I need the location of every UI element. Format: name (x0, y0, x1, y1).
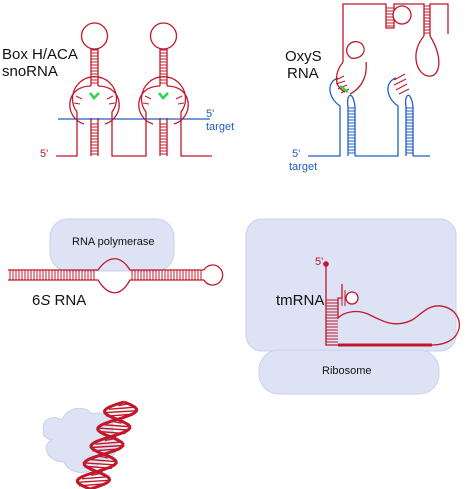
helix-base-pair (112, 416, 123, 421)
helix-base-pair (99, 451, 110, 456)
oxys-label-line2: RNA (287, 65, 319, 82)
oxys-top-loop (392, 5, 412, 25)
snorna-target-five-prime: 5' (206, 108, 215, 120)
tmrna-protein-blob (245, 218, 457, 352)
oxys-right-hairpin (415, 35, 440, 77)
helix-base-pair (85, 465, 112, 470)
helix-base-pair (90, 444, 124, 449)
helix-base-pair (84, 462, 117, 466)
oxys-target-rails (347, 106, 414, 156)
snorna-rna-backbone (56, 76, 212, 157)
helix-base-pair (79, 483, 106, 487)
snorna-highlight-right (157, 92, 169, 100)
helix-base-pair (95, 441, 122, 445)
helix-base-pair (104, 410, 137, 414)
oxys-target-strand (308, 77, 430, 157)
helix-base-pair (92, 448, 119, 452)
tmrna-five-prime: 5' (315, 256, 324, 268)
oxys-left-hairpin (346, 41, 365, 59)
helix-base-pair (97, 455, 109, 459)
helix-base-pair (88, 458, 115, 463)
six-s-panel (8, 218, 224, 294)
helix-base-pair (111, 420, 122, 424)
rna-polymerase-blob (49, 218, 175, 272)
tmrna-stem-ladders (326, 290, 346, 343)
helix-base-pair (99, 430, 126, 435)
oxys-target-label: target (289, 161, 318, 173)
tmrna-small-loop (345, 291, 359, 305)
oxys-rna-backbone (335, 3, 449, 95)
snorna-pocket-pairs (73, 95, 185, 105)
ribosome-label: Ribosome (322, 365, 372, 377)
snorna-target-label: target (206, 121, 235, 133)
helix-base-pair (106, 413, 133, 417)
helix-base-pair (102, 423, 129, 428)
snorna-terminal-loop-right (149, 22, 178, 50)
snorna-stem-rails (90, 48, 168, 156)
snorna-panel (56, 22, 212, 157)
six-s-stem-ladders (9, 270, 202, 280)
snorna-label-line2: snoRNA (2, 63, 58, 80)
six-s-label: 6S RNA (32, 292, 86, 309)
snorna-rna-five-prime: 5' (40, 148, 49, 160)
helix-base-pair (118, 403, 129, 407)
helix-base-pair (108, 406, 135, 410)
snorna-pocket-left (69, 85, 120, 125)
snorna-label-line1: Box H/ACA (2, 46, 78, 63)
six-s-rna-backbone (8, 258, 224, 294)
tmrna-five-prime-dot (323, 261, 329, 267)
helix-base-pair (97, 427, 130, 431)
helix-base-pair (92, 469, 103, 473)
ribosome-blob (258, 349, 440, 395)
snorna-terminal-loop-left (80, 22, 109, 50)
six-s-label-italic: S (40, 292, 51, 309)
six-s-label-prefix: 6 (32, 292, 41, 309)
oxys-target-five-prime: 5' (292, 148, 301, 160)
helix-base-pair (104, 437, 115, 442)
six-s-label-suffix: RNA (50, 292, 87, 309)
tmrna-rna-backbone (325, 265, 460, 346)
helix-base-pair (77, 479, 110, 483)
helix-base-pair (105, 434, 117, 438)
snorna-stem-ladders (91, 49, 167, 155)
rna-polymerase-label: RNA polymerase (72, 236, 155, 248)
structure-panel (42, 400, 139, 489)
oxys-panel (308, 3, 449, 157)
helix-base-pair (81, 476, 108, 480)
tmrna-panel (245, 218, 460, 395)
rna-helix-structure (75, 400, 139, 489)
oxys-stem-ladders (348, 5, 430, 154)
tmrna-label: tmRNA (276, 292, 325, 309)
snorna-highlight-left (88, 92, 100, 100)
oxys-target-loops (346, 94, 414, 107)
snorna-pocket-right (138, 85, 189, 125)
oxys-highlight (339, 85, 349, 93)
oxys-label-line1: OxyS (285, 48, 322, 65)
helix-base-pair (91, 472, 102, 477)
